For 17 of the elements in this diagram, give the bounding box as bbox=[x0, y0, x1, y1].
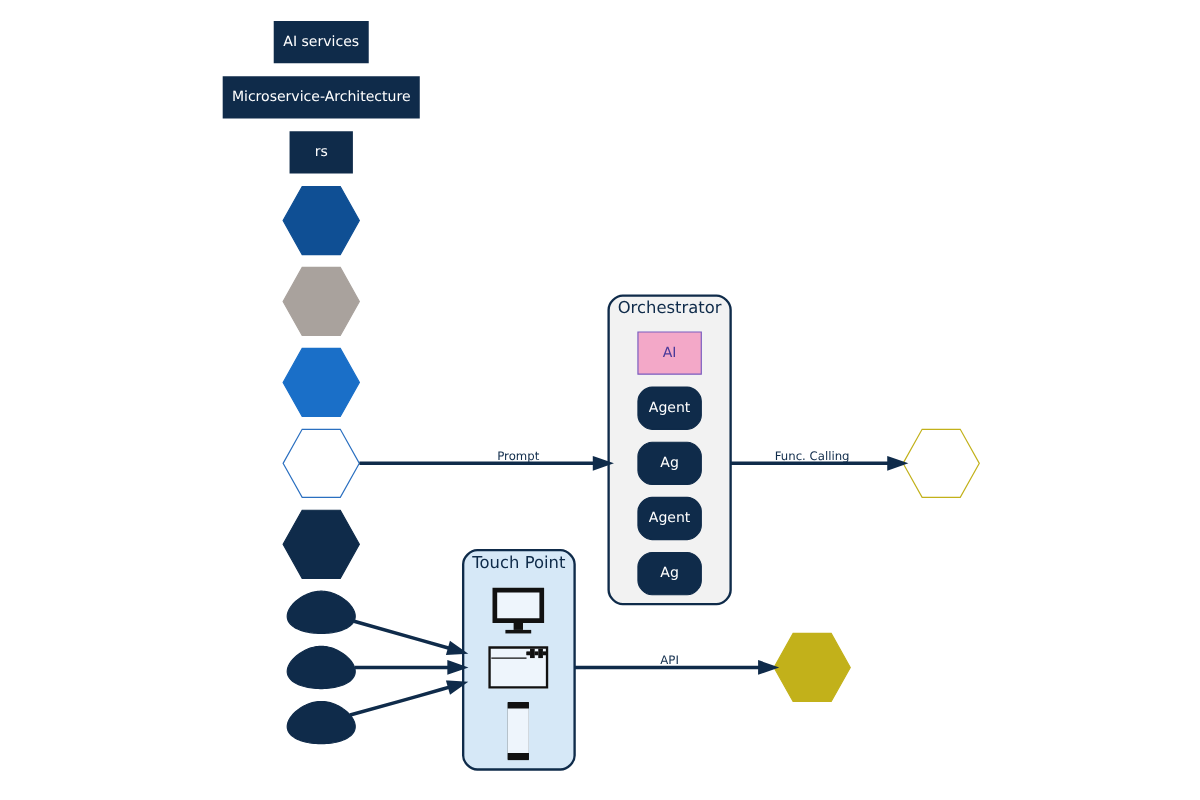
arrow bbox=[358, 455, 613, 471]
arrow bbox=[348, 680, 468, 717]
node-hexagon bbox=[772, 632, 850, 703]
arrow bbox=[354, 660, 468, 675]
node-person bbox=[285, 700, 355, 745]
node-hexagon bbox=[281, 509, 360, 579]
node-hexagon bbox=[901, 428, 979, 498]
arrow bbox=[352, 619, 468, 655]
arrow bbox=[573, 660, 779, 675]
node-hexagon bbox=[281, 185, 360, 256]
arrow bbox=[729, 455, 908, 471]
node-hexagon bbox=[281, 266, 360, 337]
node-person bbox=[285, 590, 355, 635]
cluster: Touch Point bbox=[461, 548, 575, 771]
node-hexagon bbox=[281, 347, 360, 417]
node-hexagon bbox=[281, 428, 360, 498]
node-person bbox=[285, 645, 355, 690]
